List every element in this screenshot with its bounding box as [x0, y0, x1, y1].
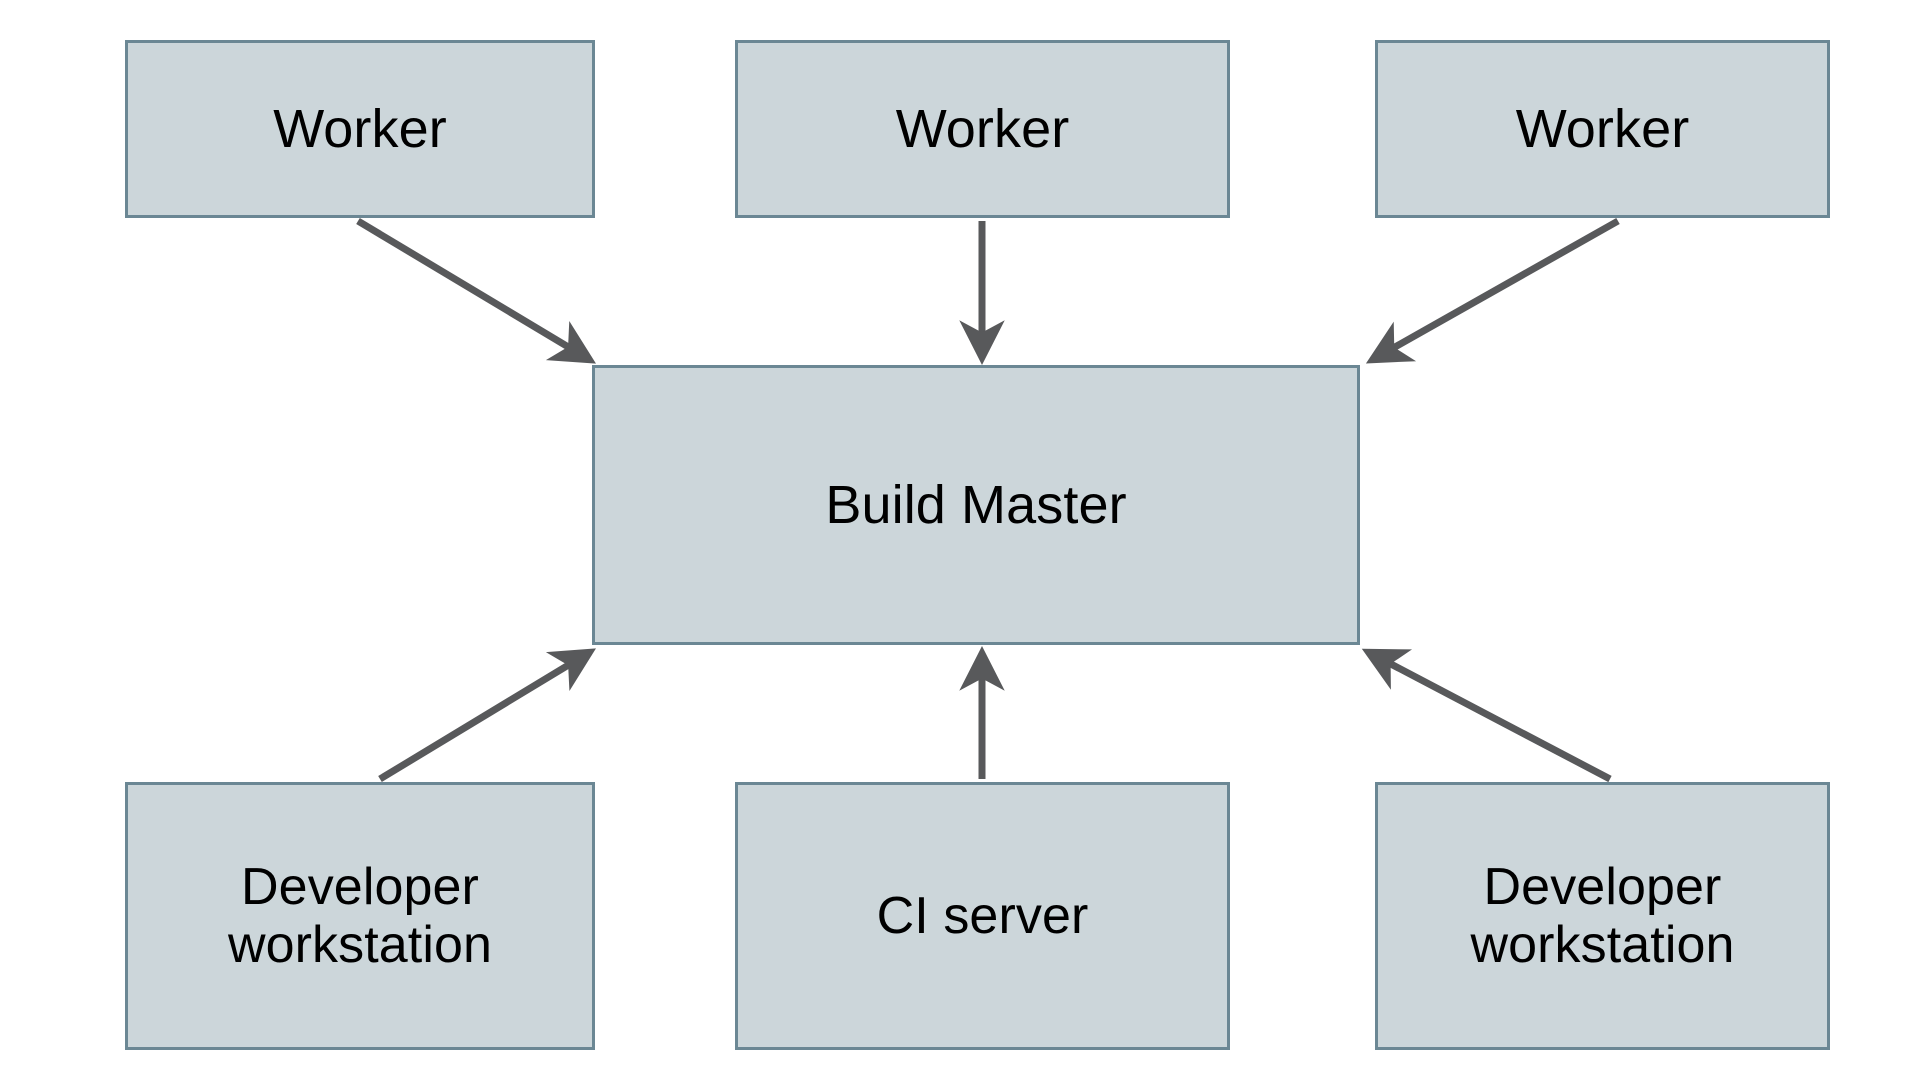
node-developer-workstation-left[interactable]: Developer workstation: [125, 782, 595, 1050]
edge-worker3-master: [1365, 217, 1620, 364]
node-label-build-master: Build Master: [825, 474, 1127, 535]
edge-devws1-master: [378, 648, 596, 782]
edge-worker1-master: [356, 217, 597, 364]
node-label-developer-workstation-right: Developer workstation: [1470, 857, 1735, 974]
node-label-worker-2: Worker: [895, 98, 1070, 159]
node-label-worker-3: Worker: [1515, 98, 1690, 159]
node-worker-3[interactable]: Worker: [1375, 40, 1830, 218]
node-developer-workstation-right[interactable]: Developer workstation: [1375, 782, 1830, 1050]
node-label-ci-server: CI server: [876, 886, 1089, 945]
node-label-developer-workstation-left: Developer workstation: [227, 857, 493, 974]
node-worker-1[interactable]: Worker: [125, 40, 595, 218]
node-worker-2[interactable]: Worker: [735, 40, 1230, 218]
node-ci-server[interactable]: CI server: [735, 782, 1230, 1050]
node-label-worker-1: Worker: [273, 98, 447, 159]
node-build-master[interactable]: Build Master: [592, 365, 1360, 645]
edge-devws2-master: [1361, 648, 1612, 783]
